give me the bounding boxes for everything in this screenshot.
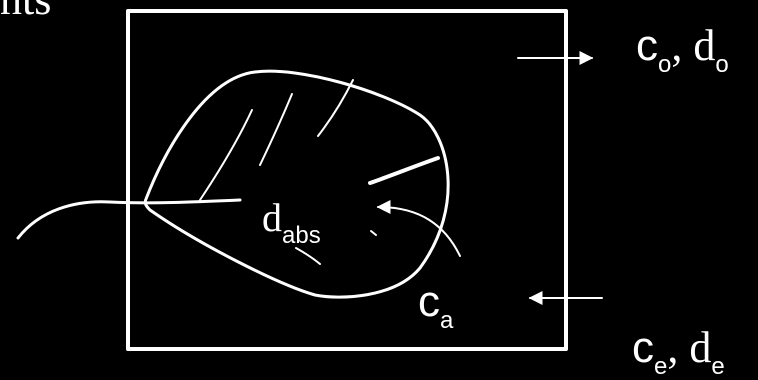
outflow-d-subscript: o	[715, 51, 729, 78]
leaf-stem	[16, 198, 242, 240]
leaf-vein-5	[295, 247, 321, 265]
inflow-c-subscript: e	[654, 353, 668, 380]
outflow-d-symbol: d	[693, 21, 716, 70]
inflow-c-symbol: c	[632, 323, 654, 372]
ambient-label: ca	[418, 277, 453, 333]
inflow-label: ce, de	[632, 323, 725, 379]
absorbed-subscript: abs	[282, 222, 321, 249]
absorbed-symbol: d	[262, 195, 282, 240]
outflow-c-symbol: c	[636, 21, 658, 70]
absorbed-label: dabs	[262, 195, 321, 248]
ambient-symbol: c	[418, 277, 440, 326]
inflow-separator: ,	[667, 323, 679, 372]
inflow-d-subscript: e	[711, 353, 725, 380]
leaf-vein-6	[370, 230, 377, 236]
uptake-arrow	[376, 200, 461, 257]
outflow-c-subscript: o	[658, 51, 672, 78]
leaf-vein-3	[317, 79, 354, 137]
leaf-vein-1	[199, 109, 253, 201]
leaf-vein-4	[368, 156, 440, 185]
ambient-subscript: a	[440, 307, 454, 334]
leaf-outline	[143, 69, 450, 299]
outflow-label: co, do	[636, 21, 729, 77]
leaf-vein-2	[259, 93, 293, 166]
top-text-fragment: nts	[0, 0, 51, 22]
outflow-separator: ,	[671, 21, 683, 70]
chamber-box	[126, 9, 568, 351]
inflow-d-symbol: d	[689, 323, 712, 372]
